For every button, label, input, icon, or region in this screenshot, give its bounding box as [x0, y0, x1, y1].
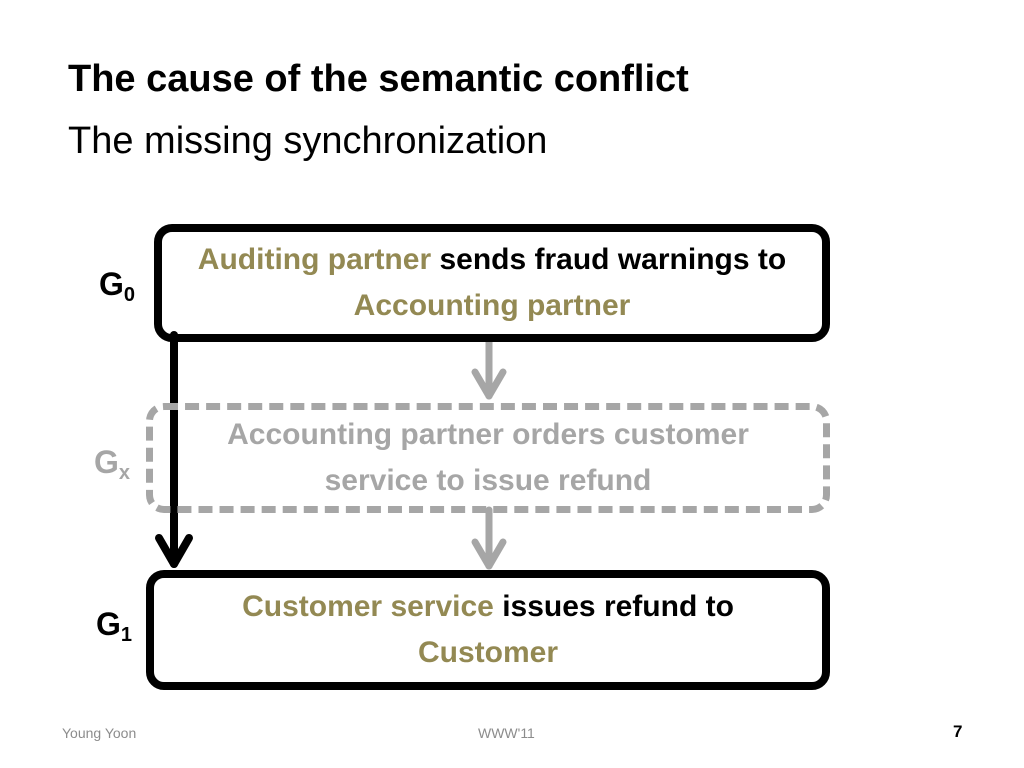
slide-title: The cause of the semantic conflict — [68, 58, 689, 100]
page-number: 7 — [953, 722, 963, 741]
g0-box: Auditing partner sends fraud warnings to… — [154, 224, 830, 342]
g1-plain-text: issues refund to — [493, 590, 734, 623]
footer-author: Young Yoon — [62, 725, 137, 741]
g1-label-sub: 1 — [120, 624, 133, 646]
slide-subtitle: The missing synchronization — [68, 120, 548, 162]
g1-label-main: G — [96, 606, 121, 642]
g1-label: G1 — [96, 606, 132, 647]
gx-label-main: G — [94, 444, 119, 480]
g1-highlight-customer: Customer — [417, 636, 559, 669]
gx-label-sub: x — [118, 462, 131, 484]
g1-text: Customer service issues refund to Custom… — [154, 584, 822, 676]
g0-label: G0 — [99, 266, 135, 307]
g0-highlight-accounting-partner: Accounting partner — [353, 289, 631, 322]
g0-label-sub: 0 — [123, 284, 136, 306]
gx-text: Accounting partner orders customer servi… — [227, 418, 749, 497]
faded-arrow-gx-to-g1 — [471, 506, 507, 570]
g1-box: Customer service issues refund to Custom… — [146, 570, 830, 690]
faded-arrow-g0-to-gx — [471, 338, 507, 400]
gx-box: Accounting partner orders customer servi… — [146, 403, 830, 513]
g0-plain-text: sends fraud warnings to — [431, 243, 787, 276]
g0-highlight-auditing-partner: Auditing partner — [197, 243, 432, 276]
direct-arrow-g0-to-g1 — [155, 331, 193, 568]
g0-text: Auditing partner sends fraud warnings to… — [162, 237, 822, 329]
footer-venue: WWW'11 — [478, 725, 535, 741]
g1-highlight-customer-service: Customer service — [242, 590, 494, 623]
g0-label-main: G — [99, 266, 124, 302]
gx-label: Gx — [94, 444, 130, 485]
